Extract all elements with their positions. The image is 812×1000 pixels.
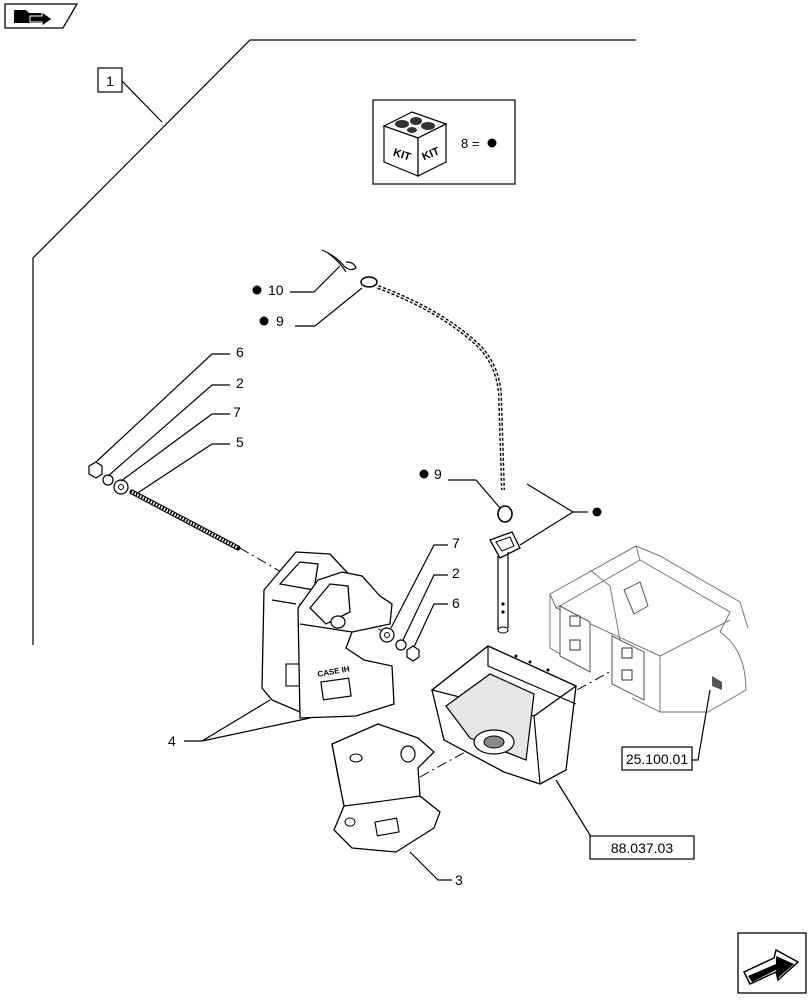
weight-front: CASE IH [297,571,395,719]
callout-2-right[interactable]: 2 [452,565,460,581]
kit-legend-text: 8 = [461,136,479,151]
leader-frame-ref [690,689,711,761]
kit-box-icon: KIT KIT [382,111,448,177]
tractor-frame [549,545,749,713]
callout-1-label: 1 [106,73,114,89]
lock-washer-left [102,474,114,486]
callout-1[interactable]: 1 [97,67,123,93]
chain [377,285,505,491]
threaded-rod [129,489,241,551]
callout-9-top[interactable]: 9 [259,313,285,329]
kit-marker-dot [592,507,602,517]
callout-10[interactable]: 10 [252,282,284,298]
callout-6-left[interactable]: 6 [236,344,244,360]
callout-10-label: 10 [268,282,284,298]
kit-legend-box: KIT KIT 8 = [372,99,516,185]
folder-arrow-icon[interactable] [4,3,79,29]
ref-box-bracket[interactable]: 88.037.03 [589,835,695,860]
leader-lines-upper [290,265,588,546]
callout-9-bottom[interactable]: 9 [419,466,443,482]
front-bracket [430,645,578,785]
leader-4a [184,699,271,742]
leader-3 [409,851,452,881]
callout-9-bottom-label: 9 [434,466,442,482]
kit-dot-icon [487,138,497,148]
leader-4b [201,717,311,742]
weight-adapter [331,723,441,853]
leader-lines-left [95,353,230,495]
leader-lines-right-hw [390,544,448,648]
callout-7-left[interactable]: 7 [233,404,241,420]
lock-washer-right [395,639,407,651]
callout-4[interactable]: 4 [168,733,176,749]
ref-box-frame[interactable]: 25.100.01 [621,746,693,771]
callout-7-right[interactable]: 7 [452,535,460,551]
nut-right [406,645,420,662]
callout-6-right[interactable]: 6 [452,595,460,611]
callout-3[interactable]: 3 [455,872,463,888]
ring-top [360,276,378,288]
callout-2-left[interactable]: 2 [236,375,244,391]
ref-bracket-label: 88.037.03 [611,840,673,856]
callout-5[interactable]: 5 [236,434,244,450]
nut-left [88,461,103,479]
ref-frame-label: 25.100.01 [626,751,688,767]
callout-9-top-label: 9 [276,313,284,329]
kit-text-left: KIT [392,147,413,164]
linch-pin [321,249,357,273]
hitch-pin [489,531,521,634]
next-page-arrow-icon[interactable] [737,932,807,994]
ring-bottom [497,505,513,523]
group-bracket [32,39,636,645]
